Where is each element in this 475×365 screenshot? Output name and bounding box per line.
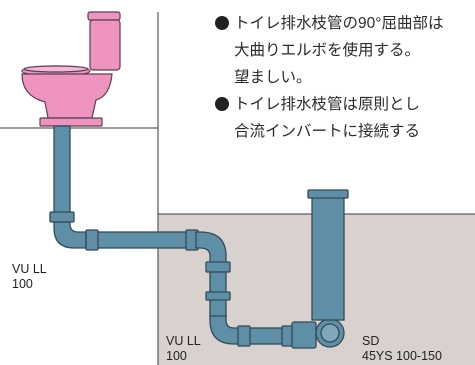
pipe-left-label: VU LL 100	[12, 262, 47, 292]
pipe-bottom-label: VU LL 100	[166, 334, 201, 364]
pipe-bottom-size: 100	[166, 349, 187, 363]
pipe-left-type: VU LL	[12, 262, 47, 276]
bullet-icon	[215, 16, 229, 30]
note-bend: トイレ排水枝管の90°屈曲部は 大曲りエルボを使用する。 望ましい。	[215, 10, 475, 91]
note-line: 合流インバートに接続する	[234, 123, 421, 140]
pipe-network	[49, 125, 349, 349]
note-line: トイレ排水枝管は原則とし	[234, 96, 421, 113]
sd-fitting-size: 45YS 100-150	[362, 349, 442, 363]
note-line: トイレ排水枝管の90°屈曲部は	[234, 15, 444, 32]
pipe-left-size: 100	[12, 277, 33, 291]
toilet-icon	[21, 11, 121, 127]
bullet-icon	[215, 97, 229, 111]
sd-fitting-label: SD 45YS 100-150	[362, 334, 442, 364]
sd-fitting-type: SD	[362, 334, 380, 348]
note-line: 大曲りエルボを使用する。	[234, 42, 421, 59]
pipe-bottom-type: VU LL	[166, 334, 201, 348]
note-invert: トイレ排水枝管は原則とし 合流インバートに接続する	[215, 91, 475, 145]
note-line: 望ましい。	[234, 69, 312, 86]
notes-list: トイレ排水枝管の90°屈曲部は 大曲りエルボを使用する。 望ましい。 トイレ排水…	[215, 10, 475, 145]
